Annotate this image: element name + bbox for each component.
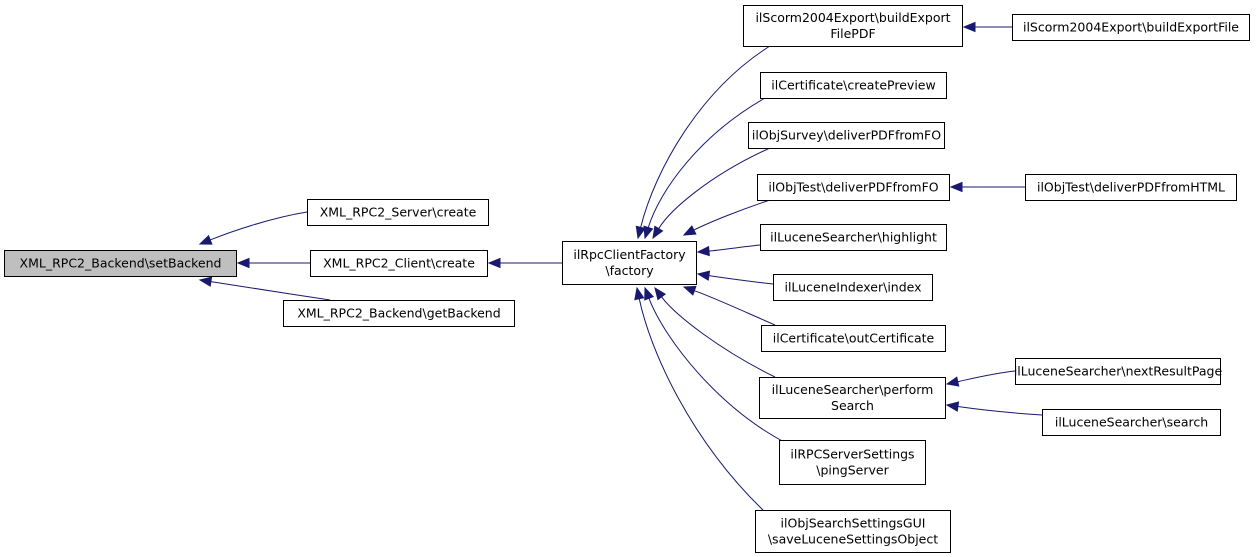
- edge-pingServer-to-factory: [648, 298, 791, 446]
- node-label: \saveLuceneSettingsObject: [768, 532, 938, 547]
- node-clientCreate[interactable]: XML_RPC2_Client\create: [310, 250, 488, 277]
- node-label: XML_RPC2_Backend\getBackend: [297, 306, 500, 321]
- node-search[interactable]: ilLuceneSearcher\search: [1042, 409, 1221, 436]
- node-label: ilObjTest\deliverPDFfromHTML: [1037, 180, 1225, 195]
- node-box: [761, 325, 946, 352]
- edge-index-to-factory: [708, 275, 774, 285]
- edge-surveyPdf-to-factory: [658, 147, 771, 229]
- node-serverCreate[interactable]: XML_RPC2_Server\create: [307, 199, 489, 226]
- arrowhead-search-to-performSearch: [945, 401, 960, 412]
- node-box: [759, 377, 946, 419]
- arrowhead-testPdfFo-to-factory: [682, 225, 697, 236]
- arrowhead-saveLucene-to-factory: [634, 286, 645, 301]
- arrowhead-certPreview-to-factory: [643, 225, 654, 240]
- node-label: XML_RPC2_Backend\setBackend: [20, 256, 222, 271]
- node-box: [757, 174, 950, 201]
- edge-testPdfFo-to-factory: [693, 199, 771, 231]
- node-label: ilLuceneSearcher\nextResultPage: [1014, 364, 1223, 379]
- arrowhead-serverCreate-to-setBackend: [198, 234, 213, 245]
- node-label: ilLuceneSearcher\highlight: [770, 230, 937, 245]
- node-saveLucene[interactable]: ilObjSearchSettingsGUI\saveLuceneSetting…: [755, 510, 951, 553]
- arrowhead-performSearch-to-factory: [654, 286, 667, 301]
- node-label: ilRpcClientFactory: [573, 247, 686, 262]
- node-box: [4, 250, 237, 277]
- node-factory[interactable]: ilRpcClientFactory\factory: [562, 241, 697, 285]
- node-box: [755, 510, 951, 553]
- arrowhead-clientCreate-to-setBackend: [236, 257, 250, 269]
- edge-performSearch-to-factory: [661, 296, 776, 378]
- edge-serverCreate-to-setBackend: [210, 211, 308, 241]
- node-getBackend[interactable]: XML_RPC2_Backend\getBackend: [283, 300, 515, 327]
- node-label: ilObjSearchSettingsGUI: [781, 516, 926, 531]
- arrowhead-getBackend-to-setBackend: [198, 276, 213, 287]
- node-label: ilObjTest\deliverPDFfromFO: [768, 180, 938, 195]
- node-label: ilObjSurvey\deliverPDFfromFO: [752, 128, 941, 143]
- node-box: [1042, 409, 1221, 436]
- node-scormBuildFile[interactable]: ilScorm2004Export\buildExportFile: [1012, 14, 1250, 41]
- arrowhead-testPdfHtml-to-testPdfFo: [949, 181, 963, 193]
- arrowhead-index-to-factory: [696, 270, 711, 281]
- node-label: ilCertificate\createPreview: [771, 78, 935, 93]
- node-label: \pingServer: [816, 463, 889, 478]
- arrowhead-factory-to-clientCreate: [487, 257, 501, 269]
- edge-scormBuildPdf-to-factory: [640, 45, 771, 228]
- node-label: XML_RPC2_Server\create: [320, 205, 477, 220]
- node-index[interactable]: ilLuceneIndexer\index: [773, 274, 933, 301]
- node-setBackend[interactable]: XML_RPC2_Backend\setBackend: [4, 250, 237, 277]
- node-nextResult[interactable]: ilLuceneSearcher\nextResultPage: [1014, 358, 1223, 385]
- node-box: [562, 241, 697, 285]
- node-label: ilLuceneSearcher\perform: [772, 382, 934, 397]
- node-box: [748, 122, 945, 149]
- node-label: XML_RPC2_Client\create: [323, 256, 475, 271]
- arrowhead-pingServer-to-factory: [644, 286, 655, 301]
- node-box: [1015, 358, 1221, 385]
- edge-saveLucene-to-factory: [638, 298, 766, 513]
- node-pingServer[interactable]: ilRPCServerSettings\pingServer: [779, 440, 926, 485]
- node-highlight[interactable]: ilLuceneSearcher\highlight: [760, 224, 947, 251]
- node-box: [743, 5, 963, 47]
- node-label: FilePDF: [830, 26, 875, 41]
- arrowhead-nextResult-to-performSearch: [945, 376, 960, 387]
- arrowhead-scormBuildPdf-to-factory: [635, 225, 646, 240]
- node-testPdfFo[interactable]: ilObjTest\deliverPDFfromFO: [757, 174, 950, 201]
- node-box: [773, 274, 933, 301]
- node-label: ilScorm2004Export\buildExportFile: [1023, 20, 1239, 35]
- edge-getBackend-to-setBackend: [210, 281, 331, 301]
- node-box: [310, 250, 488, 277]
- node-box: [760, 224, 947, 251]
- node-label: ilScorm2004Export\buildExport: [755, 10, 950, 25]
- node-box: [1025, 174, 1237, 201]
- edges: [198, 21, 1043, 513]
- node-testPdfHtml[interactable]: ilObjTest\deliverPDFfromHTML: [1025, 174, 1237, 201]
- node-label: ilRPCServerSettings: [790, 447, 914, 462]
- node-label: Search: [831, 398, 874, 413]
- arrowhead-outCert-to-factory: [682, 285, 697, 296]
- nodes: XML_RPC2_Backend\setBackend XML_RPC2_Serv…: [4, 5, 1250, 553]
- node-box: [1012, 14, 1250, 41]
- arrowhead-highlight-to-factory: [696, 245, 710, 257]
- node-label: ilLuceneSearcher\search: [1055, 415, 1208, 430]
- arrowhead-surveyPdf-to-factory: [652, 225, 664, 240]
- node-outCert[interactable]: ilCertificate\outCertificate: [761, 325, 946, 352]
- node-label: ilCertificate\outCertificate: [773, 331, 935, 346]
- edge-search-to-performSearch: [957, 406, 1043, 416]
- node-label: ilLuceneIndexer\index: [784, 280, 921, 295]
- arrowhead-scormBuildFile-to-scormBuildPdf: [962, 21, 976, 33]
- edge-certPreview-to-factory: [647, 97, 766, 228]
- node-label: \factory: [605, 263, 654, 278]
- node-box: [307, 199, 489, 226]
- node-box: [283, 300, 515, 327]
- edge-outCert-to-factory: [694, 290, 776, 326]
- node-box: [779, 440, 926, 485]
- node-box: [760, 72, 947, 99]
- node-certPreview[interactable]: ilCertificate\createPreview: [760, 72, 947, 99]
- node-surveyPdf[interactable]: ilObjSurvey\deliverPDFfromFO: [748, 122, 945, 149]
- edge-nextResult-to-performSearch: [957, 370, 1016, 383]
- edge-highlight-to-factory: [708, 244, 761, 252]
